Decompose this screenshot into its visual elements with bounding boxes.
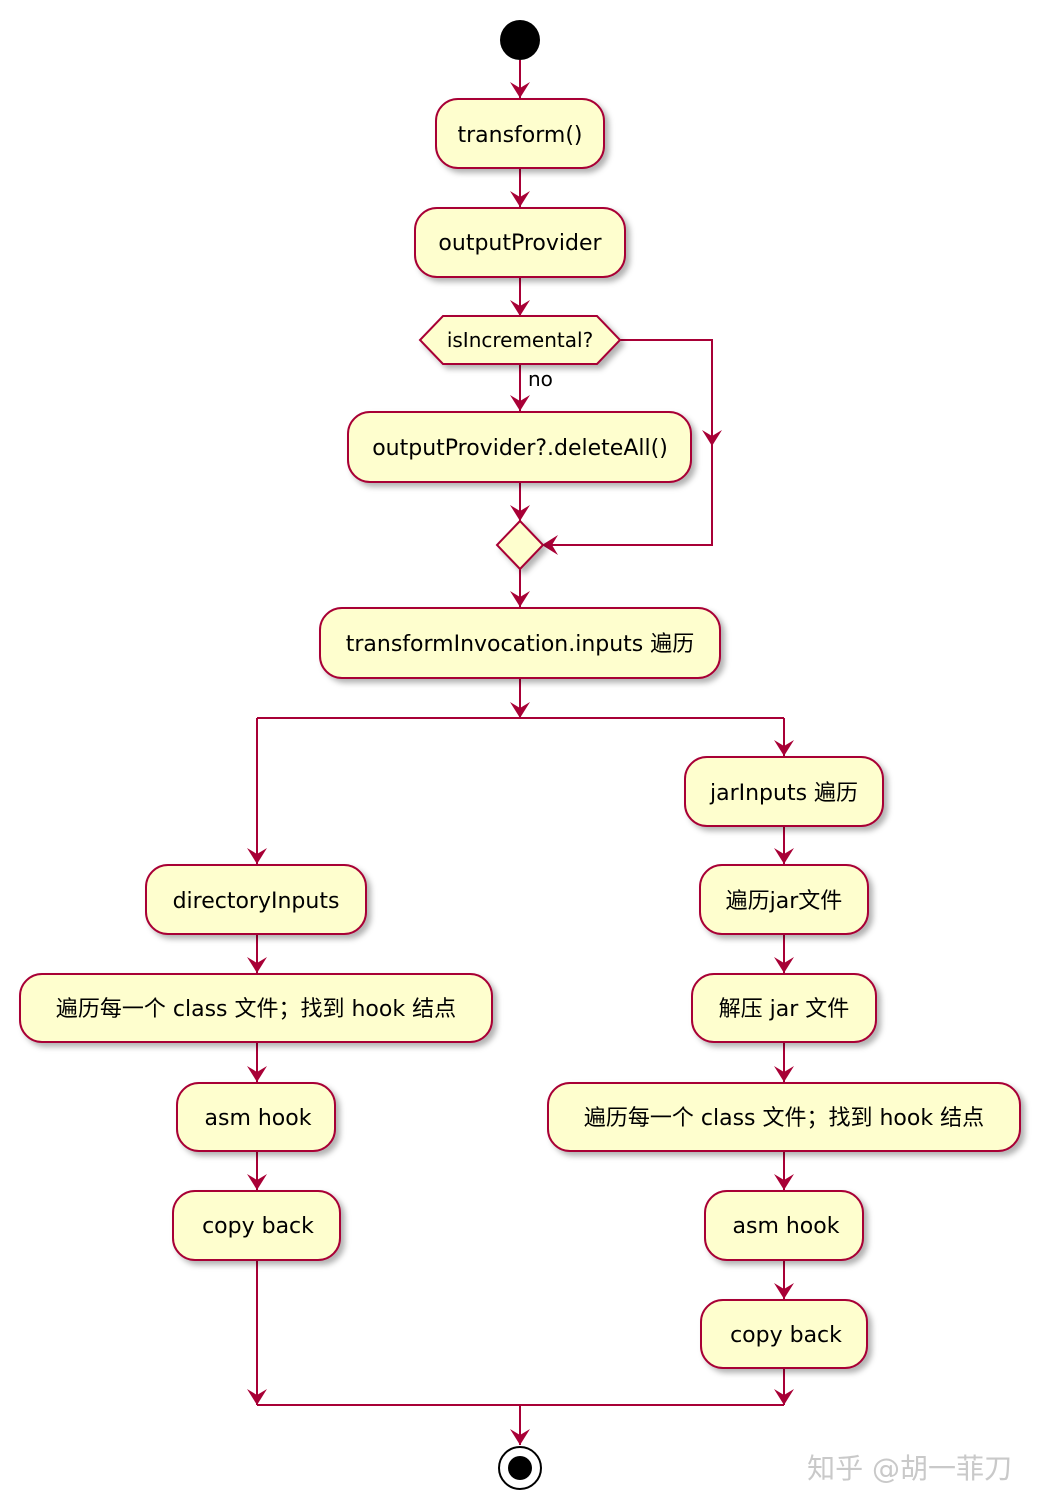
label-jar-unzip: 解压 jar 文件 [719,997,850,1022]
node-jar-unzip [691,973,877,1043]
node-jar-asm [704,1190,864,1261]
node-output-provider [414,207,626,278]
arrowhead [774,740,794,756]
arrowhead [774,848,794,864]
arrowhead [510,1429,530,1445]
node-transform [435,98,605,169]
arrowhead [774,1389,794,1405]
label-jar-class-traverse: 遍历每一个 class 文件；找到 hook 结点 [584,1106,984,1131]
arrowhead [247,957,267,973]
arrowhead [702,430,722,446]
arrowhead [510,395,530,411]
node-labels: transform() outputProvider isIncremental… [56,123,984,1348]
node-inputs-loop [319,607,721,679]
label-directory-inputs: directoryInputs [173,889,340,914]
activity-boxes [19,98,1021,1369]
label-is-incremental: isIncremental? [447,328,593,352]
arrowhead [510,82,530,98]
arrowhead [510,191,530,207]
node-jar-traverse [699,864,869,935]
end-node-inner [508,1456,532,1480]
node-jar-inputs [684,756,884,827]
node-is-incremental-decision [418,315,622,365]
label-output-provider: outputProvider [438,231,602,256]
arrowhead [774,957,794,973]
label-jar-traverse: 遍历jar文件 [726,889,843,914]
arrowheads [247,82,794,1445]
arrowhead [247,1389,267,1405]
arrowhead [247,1066,267,1082]
node-jar-class-traverse [547,1082,1021,1152]
label-dir-copy: copy back [202,1214,314,1239]
arrowhead [774,1283,794,1299]
node-directory-inputs [145,864,367,935]
watermark: 知乎 @胡一菲刀 [807,1452,1012,1485]
label-inputs-loop: transformInvocation.inputs 遍历 [346,632,695,657]
label-dir-traverse: 遍历每一个 class 文件；找到 hook 结点 [56,997,456,1022]
label-jar-asm: asm hook [733,1214,840,1239]
label-transform: transform() [457,123,582,148]
edge-label-no: no [528,367,553,391]
node-dir-asm [176,1082,336,1152]
start-node [500,20,540,60]
label-jar-inputs: jarInputs 遍历 [709,781,858,806]
arrowhead [542,535,558,555]
node-merge-diamond [495,519,545,571]
label-jar-copy: copy back [730,1323,842,1348]
label-dir-asm: asm hook [205,1106,312,1131]
arrowhead [510,702,530,718]
arrowhead [510,505,530,521]
arrowhead [774,1066,794,1082]
arrowhead [510,591,530,607]
node-dir-traverse [19,973,493,1043]
node-delete-all [347,411,692,483]
arrowhead [774,1174,794,1190]
arrowhead [510,300,530,316]
arrowhead [247,848,267,864]
label-delete-all: outputProvider?.deleteAll() [372,436,668,461]
arrowhead [247,1174,267,1190]
node-jar-copy [700,1299,868,1369]
node-dir-copy [172,1190,341,1261]
